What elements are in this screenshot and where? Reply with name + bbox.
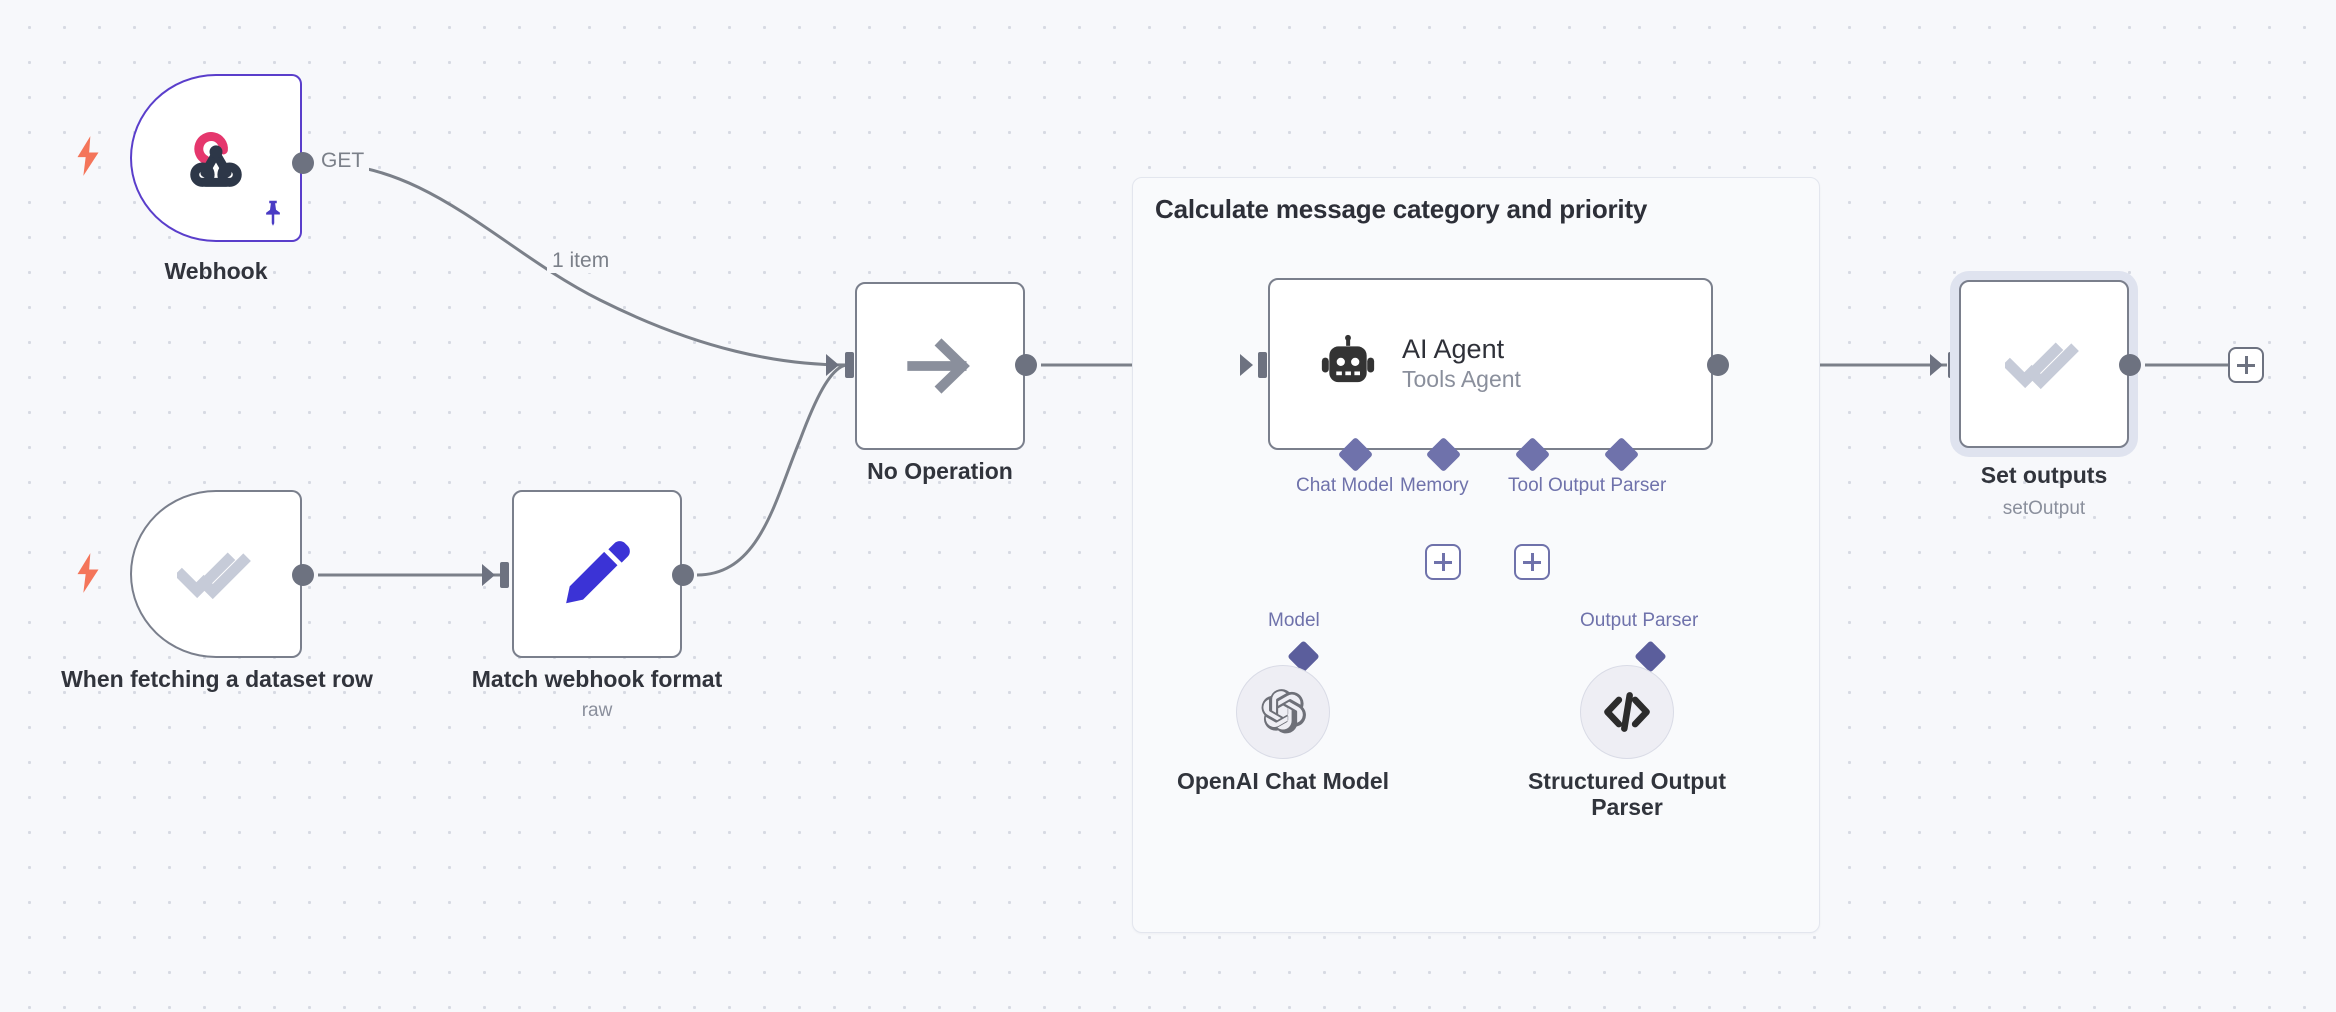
- group-title: Calculate message category and priority: [1155, 194, 1648, 224]
- match-webhook-input-arrow: [482, 564, 495, 586]
- node-label-openai-chat-model: OpenAI Chat Model: [1176, 768, 1390, 794]
- robot-icon: [1321, 334, 1375, 383]
- double-check-icon: [2005, 342, 2079, 390]
- edge-label-1-item: 1 item: [547, 249, 615, 273]
- node-set-outputs[interactable]: [1959, 280, 2129, 448]
- arrow-right-icon: [907, 338, 970, 394]
- ai-agent-output-port[interactable]: [1707, 354, 1729, 376]
- pencil-icon: [566, 541, 630, 604]
- node-match-webhook-format[interactable]: [512, 490, 682, 658]
- connector-label-output-parser: Output Parser: [1548, 475, 1667, 496]
- code-brackets-icon: [1604, 692, 1650, 732]
- ai-agent-title: AI Agent: [1402, 333, 1505, 364]
- ai-agent-input-arrow: [1240, 354, 1253, 376]
- node-subtitle-set-outputs: setOutput: [2002, 498, 2086, 519]
- when-fetching-output-port[interactable]: [292, 564, 314, 586]
- node-label-no-operation: No Operation: [867, 458, 1013, 484]
- connector-label-tool: Tool: [1508, 475, 1543, 496]
- node-label-set-outputs: Set outputs: [1980, 462, 2108, 488]
- node-label-structured-output-parser: Structured Output Parser: [1527, 768, 1727, 821]
- openai-icon: [1261, 689, 1306, 734]
- subnode-openai-chat-model[interactable]: [1236, 665, 1330, 759]
- pin-icon[interactable]: [258, 196, 288, 228]
- no-operation-output-port[interactable]: [1015, 354, 1037, 376]
- trigger-bolt-icon-2: [77, 553, 99, 593]
- node-webhook[interactable]: [130, 74, 302, 242]
- ai-agent-subtitle: Tools Agent: [1402, 365, 1521, 392]
- add-tool-button[interactable]: [1514, 544, 1550, 580]
- node-subtitle-match-webhook-format: raw: [581, 700, 613, 721]
- node-ai-agent[interactable]: AI Agent Tools Agent: [1268, 278, 1713, 450]
- webhook-output-port[interactable]: [292, 152, 314, 174]
- match-webhook-input-port[interactable]: [500, 562, 509, 588]
- node-label-webhook: Webhook: [164, 258, 268, 284]
- node-label-match-webhook-format: Match webhook format: [471, 666, 723, 692]
- connector-label-chat-model: Chat Model: [1296, 475, 1394, 496]
- plus-vertical-bar: [1530, 553, 1534, 571]
- set-outputs-input-port[interactable]: [1948, 352, 1957, 378]
- subnode-connector-label-output-parser: Output Parser: [1580, 610, 1699, 631]
- node-when-fetching-a-dataset-row[interactable]: [130, 490, 302, 658]
- double-check-icon: [177, 552, 251, 600]
- node-no-operation[interactable]: [855, 282, 1025, 450]
- no-operation-input-port[interactable]: [845, 352, 854, 378]
- webhook-output-label: GET: [316, 149, 370, 173]
- webhook-icon: [190, 132, 242, 187]
- match-webhook-output-port[interactable]: [672, 564, 694, 586]
- add-node-button[interactable]: [2228, 347, 2264, 383]
- plus-vertical-bar: [1441, 553, 1445, 571]
- add-memory-button[interactable]: [1425, 544, 1461, 580]
- trigger-bolt-icon: [77, 136, 99, 176]
- node-label-when-fetching-a-dataset-row: When fetching a dataset row: [61, 666, 373, 692]
- plus-vertical-bar: [2244, 356, 2248, 374]
- connector-label-memory: Memory: [1400, 475, 1469, 496]
- subnode-connector-label-model: Model: [1268, 610, 1320, 631]
- set-outputs-output-port[interactable]: [2119, 354, 2141, 376]
- subnode-structured-output-parser[interactable]: [1580, 665, 1674, 759]
- no-operation-input-arrow: [826, 354, 839, 376]
- ai-agent-input-port[interactable]: [1258, 352, 1267, 378]
- set-outputs-input-arrow: [1930, 354, 1943, 376]
